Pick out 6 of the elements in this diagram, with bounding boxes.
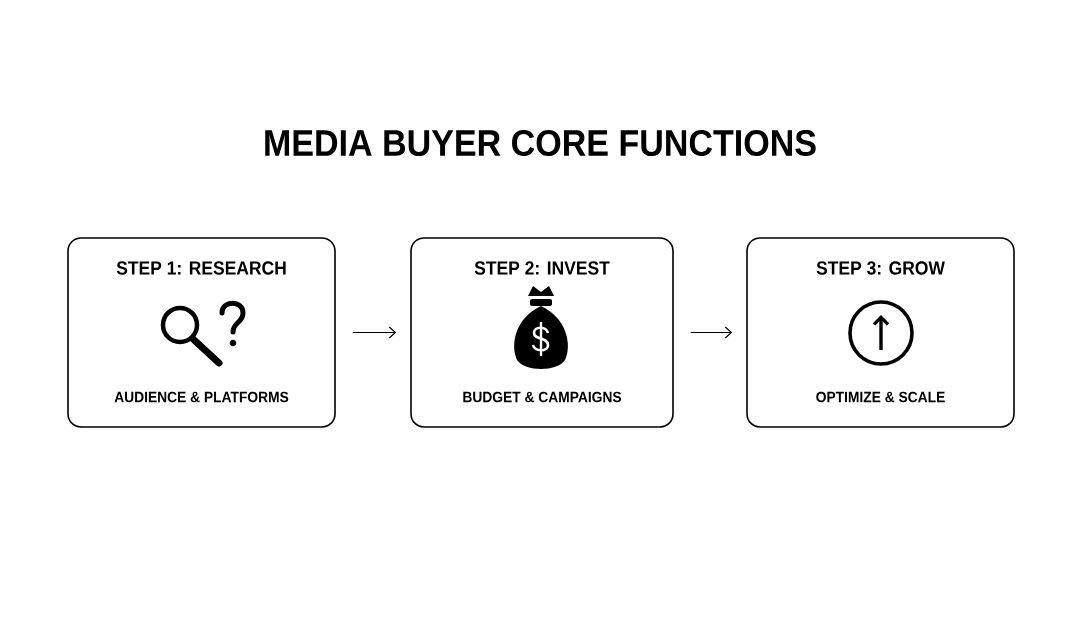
step-box: STEP 1: RESEARCH AUDIENCE & PLATFORMS [67,237,336,428]
arrow [690,326,733,339]
arrow [352,326,397,339]
step-box: STEP 2: INVEST BUDGET & CAMPAIGNS [410,237,674,428]
step-box: STEP 3: GROW OPTIMIZE & SCALE [746,237,1015,428]
title: MEDIA BUYER CORE FUNCTIONS [265,129,816,157]
